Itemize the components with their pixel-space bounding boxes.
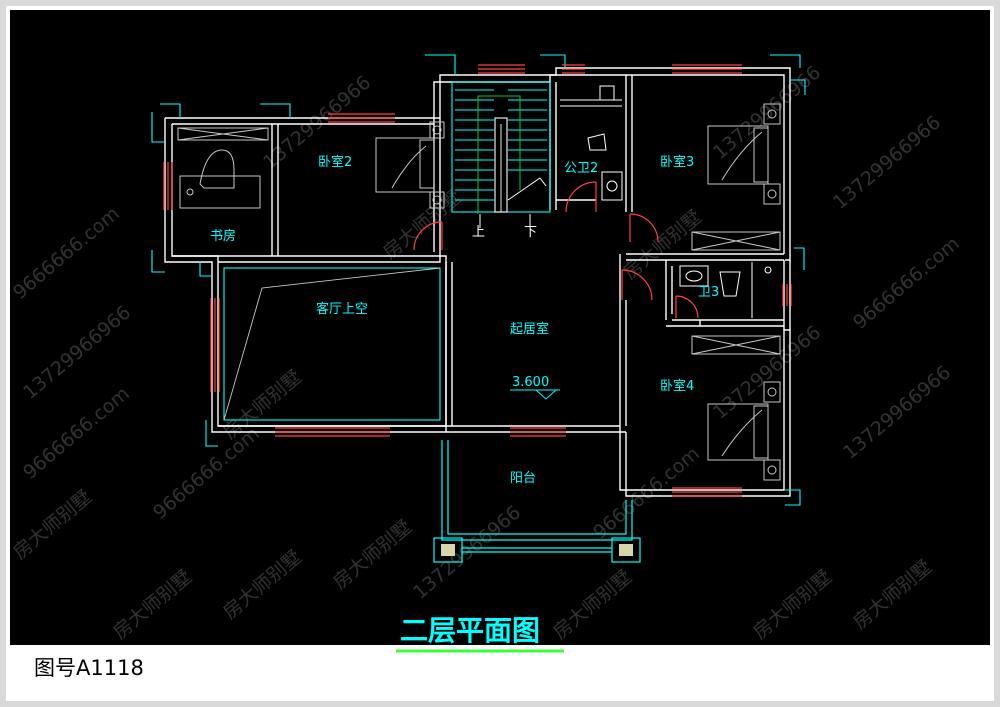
door-bath3 [675,295,699,319]
room-label-bedroom4: 卧室4 [660,378,694,394]
balcony-column [611,537,641,563]
window-study-west [163,162,173,210]
watermark-site: 9666666.com [589,443,704,544]
study-desk [177,127,269,209]
watermark-phone: 13729966966 [709,321,825,423]
watermark-brand: 房大师别墅 [9,486,96,564]
wall-pilasters [151,54,806,506]
bed-bedroom2 [375,121,445,209]
room-label-living-void: 客厅上空 [316,301,368,317]
door-public-bath [565,181,597,213]
watermark-brand: 房大师别墅 [109,566,196,644]
doors [413,181,699,319]
watermark-phone: 13729966966 [709,61,825,163]
staircase [451,81,551,228]
bed-bedroom4 [691,335,781,481]
watermark-brand: 房大师别墅 [329,516,416,594]
room-label-bedroom3: 卧室3 [660,154,694,170]
fixtures-public-bath [560,85,623,201]
window-bedroom3-north [672,64,742,74]
fixtures-bath3 [679,262,772,318]
door-bedroom2 [413,221,443,251]
door-bedroom3 [629,213,659,243]
cad-canvas [10,10,990,645]
window-bedroom4-south [672,487,742,497]
room-label-family-room: 起居室 [510,321,549,337]
drawing-title: 二层平面图 [400,614,540,647]
balcony-column [433,537,463,563]
watermark-layer: 房大师别墅 房大师别墅 房大师别墅 房大师别墅 房大师别墅 房大师别墅 房大师别… [9,61,964,643]
window-family-south [510,427,566,437]
bed-bedroom3 [691,103,781,251]
stair-up-label: 上 [472,225,485,240]
room-label-bath3: 卫3 [698,285,719,300]
window-stair-north [478,64,525,74]
window-living-south [275,427,390,437]
elevation-marker: 3.600 [510,375,560,400]
watermark-brand: 房大师别墅 [219,546,306,624]
room-label-public-bath: 公卫2 [564,161,598,176]
watermark-site: 9666666.com [9,203,124,304]
watermark-brand: 房大师别墅 [549,566,636,644]
room-label-study: 书房 [210,228,236,244]
watermark-phone: 13729966966 [829,111,945,213]
watermark-brand: 房大师别墅 [749,566,836,644]
room-label-balcony: 阳台 [510,471,536,486]
window-bedroom2-north [328,113,395,123]
stair-down-label: 下 [524,225,537,240]
window-bath3-east [782,284,792,306]
window-bath2-north [562,64,585,74]
watermark-brand: 房大师别墅 [379,186,466,264]
balcony-outline [441,440,633,553]
elevation-value: 3.600 [512,375,549,390]
watermark-phone: 13729966966 [409,501,525,603]
living-void [223,267,441,421]
watermark-brand: 房大师别墅 [849,556,936,634]
watermark-site: 9666666.com [849,233,964,334]
door-bedroom4 [621,269,653,301]
room-label-bedroom2: 卧室2 [318,154,352,170]
drawing-number: 图号A1118 [34,656,144,680]
windows [163,64,792,497]
watermark-phone: 13729966966 [839,361,955,463]
window-living-west [210,298,220,392]
